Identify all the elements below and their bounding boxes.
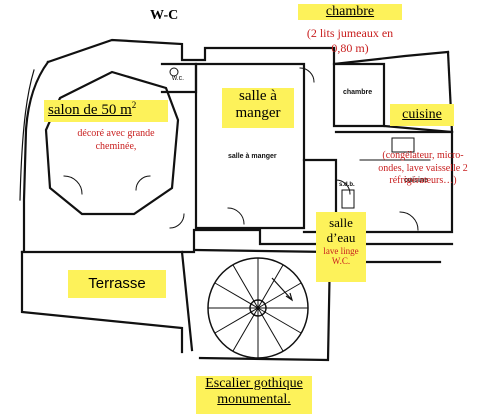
label-salon-text: salon de 50 m [48, 102, 132, 118]
printed-sdb: s.d.b. [339, 182, 355, 188]
printed-cuisine: cuisine [404, 177, 428, 184]
printed-chambre: chambre [343, 89, 372, 96]
label-salle-deau-line-1: salle [329, 215, 353, 230]
printed-salle-a-manger: salle à manger [228, 153, 277, 160]
salon-note-line-2: cheminée, [95, 140, 137, 152]
salon-note-line-1: décoré avec grande [77, 128, 155, 139]
label-salon-sup: 2 [131, 100, 137, 110]
label-escalier: Escalier gothique monumental. [196, 376, 312, 414]
label-wc: W-C [150, 8, 179, 23]
label-salle-a-manger-line-2: manger [235, 105, 281, 122]
printed-wc: w.c. [171, 75, 184, 82]
label-cuisine-text: cuisine [402, 107, 442, 122]
salon-note: décoré avec grande cheminée, [56, 128, 176, 153]
label-terrasse: Terrasse [68, 270, 166, 298]
label-escalier-line-2: monumental. [217, 392, 291, 408]
label-cuisine: cuisine [390, 104, 454, 126]
cuisine-note: (congélateur, micro-ondes, lave vaissell… [378, 150, 468, 186]
chambre-note-line-1: (2 lits jumeaux en [306, 26, 394, 40]
salle-deau-note-2: W.C. [331, 256, 351, 267]
salle-deau-note-1: lave linge [323, 245, 359, 256]
chambre-note: (2 lits jumeaux en 0,80 m) [290, 26, 410, 56]
label-chambre: chambre [298, 4, 402, 20]
chambre-note-line-2: 0,80 m) [331, 41, 369, 55]
label-chambre-text: chambre [325, 4, 375, 19]
label-salle-deau-line-2: d’eau [326, 229, 356, 245]
label-salle-deau: salle d’eau lave linge W.C. [316, 212, 366, 282]
plan-walls [19, 38, 454, 362]
spiral-staircase [207, 257, 309, 359]
label-escalier-line-1: Escalier gothique [205, 376, 303, 391]
label-salle-a-manger: salle à manger [222, 88, 294, 128]
label-salle-a-manger-line-1: salle à [239, 88, 277, 104]
label-salon: salon de 50 m2 [44, 100, 168, 122]
